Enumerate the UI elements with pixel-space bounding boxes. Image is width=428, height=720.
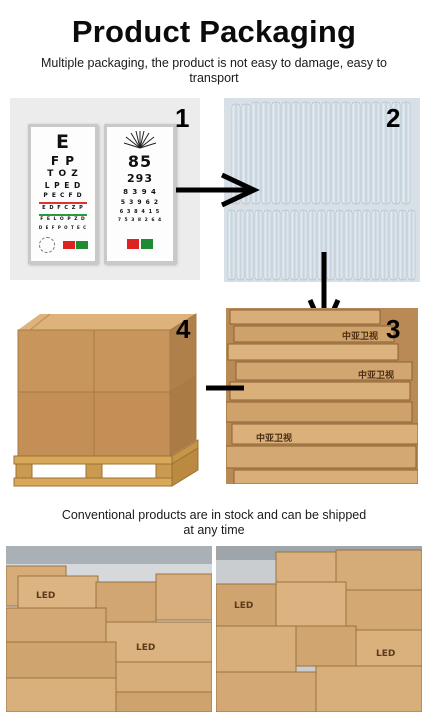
- chart-row: 7 5 3 8 2 6 4: [117, 218, 163, 223]
- carton-print: 中亚卫视: [342, 330, 378, 342]
- warehouse-photo-right: LED LED: [216, 546, 422, 712]
- chart-row: 8 3 9 4: [123, 188, 157, 196]
- chart-row: 293: [127, 172, 153, 185]
- red-line: [39, 202, 87, 204]
- snellen-chart: E F P T O Z L P E D P E C F D E D F C Z …: [28, 124, 98, 264]
- green-block: [141, 239, 153, 249]
- chart-row: P E C F D: [43, 192, 83, 199]
- chart-row: F P: [50, 154, 76, 168]
- step-number-4: 4: [176, 314, 191, 344]
- green-line: [39, 214, 87, 216]
- astigmatism-dial-icon: [39, 237, 55, 253]
- page-title: Product Packaging: [71, 14, 357, 49]
- warehouse-stock-image: LED LED: [6, 546, 212, 712]
- number-chart: 85 293 8 3 9 4 5 3 9 6 2 6 3 8 4 1 5 7 5…: [104, 124, 176, 264]
- chart-row: 85: [127, 152, 153, 171]
- palletized-cartons-image: [13, 313, 199, 487]
- flat-boxes-photo: 中亚卫视 中亚卫视 中亚卫视: [226, 308, 418, 484]
- chart-row: T O Z: [47, 169, 79, 179]
- eye-chart-photo: E F P T O Z L P E D P E C F D E D F C Z …: [10, 98, 200, 280]
- step-number-3: 3: [386, 314, 401, 344]
- red-block: [63, 241, 75, 249]
- chart-row: L P E D: [44, 181, 82, 190]
- warehouse-stock-image: LED LED: [216, 546, 422, 712]
- pallet-boxes-photo: [10, 306, 206, 490]
- chart-row: 6 3 8 4 1 5: [119, 209, 161, 215]
- sunburst-icon: [123, 131, 157, 149]
- stock-caption: Conventional products are in stock and c…: [61, 508, 367, 537]
- carton-print: LED: [36, 591, 55, 601]
- carton-print: 中亚卫视: [358, 369, 394, 381]
- green-block: [76, 241, 88, 249]
- carton-print: LED: [234, 601, 253, 611]
- chart-row: F E L O P Z D: [40, 217, 86, 222]
- warehouse-photo-left: LED LED: [6, 546, 212, 712]
- carton-print: LED: [376, 649, 395, 659]
- carton-print: 中亚卫视: [256, 432, 292, 444]
- page-subtitle: Multiple packaging, the product is not e…: [40, 56, 388, 85]
- chart-row: 5 3 9 6 2: [120, 199, 160, 206]
- chart-row: E: [56, 131, 70, 153]
- red-block: [127, 239, 139, 249]
- step-number-1: 1: [175, 103, 190, 133]
- chart-row: E D F C Z P: [42, 205, 84, 211]
- flat-cartons-image: 中亚卫视 中亚卫视 中亚卫视: [226, 308, 418, 484]
- arrow-right-icon: [176, 172, 260, 208]
- carton-print: LED: [136, 643, 155, 653]
- step-number-2: 2: [386, 103, 401, 133]
- chart-row: D E F P O T E C: [38, 225, 88, 230]
